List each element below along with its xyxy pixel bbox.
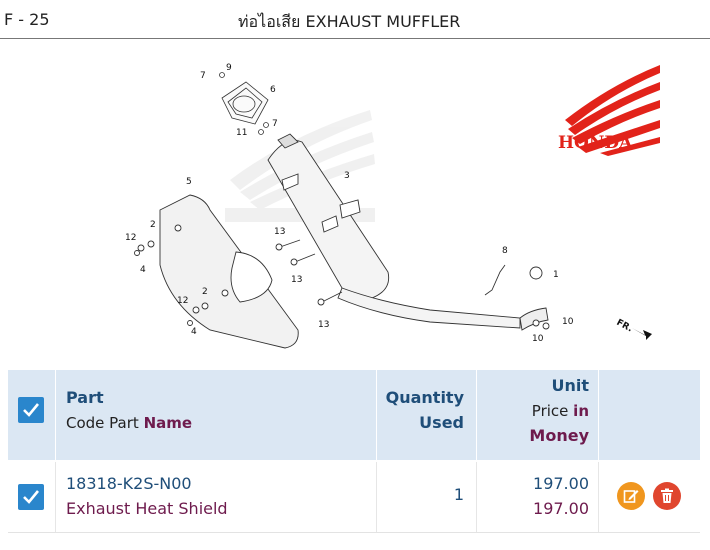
callout-8: 8 bbox=[502, 246, 508, 256]
callout-4b: 4 bbox=[191, 327, 197, 337]
column-code-part: Code Part Name bbox=[66, 414, 192, 432]
callout-1: 1 bbox=[553, 270, 559, 280]
figure-code: F - 25 bbox=[4, 10, 50, 29]
unit-price: 197.00 bbox=[533, 474, 589, 493]
part-code: 18318-K2S-N00 bbox=[66, 474, 192, 493]
table-row: 18318-K2S-N00 Exhaust Heat Shield 1 197.… bbox=[8, 462, 700, 533]
row-divider bbox=[376, 462, 377, 532]
column-divider bbox=[598, 370, 599, 532]
column-unit: Unit bbox=[551, 376, 589, 395]
callout-13b: 13 bbox=[291, 275, 302, 285]
callout-12b: 12 bbox=[177, 296, 188, 306]
row-divider bbox=[598, 462, 599, 532]
header-divider bbox=[0, 38, 710, 39]
callout-12: 12 bbox=[125, 233, 136, 243]
select-all-checkbox[interactable] bbox=[18, 397, 44, 423]
row-checkbox[interactable] bbox=[18, 484, 44, 510]
column-divider bbox=[55, 370, 56, 532]
column-money: Money bbox=[529, 426, 589, 445]
muffler-body bbox=[267, 133, 549, 331]
name-label: Name bbox=[143, 414, 193, 432]
check-icon bbox=[23, 403, 40, 417]
callout-4: 4 bbox=[140, 265, 146, 275]
front-direction-arrow: FR. bbox=[615, 318, 652, 340]
callout-labels: 7 9 6 11 7 3 5 2 12 4 13 13 8 1 12 2 4 1… bbox=[125, 63, 574, 344]
table-header: Part Code Part Name Quantity Used Unit P… bbox=[8, 370, 700, 460]
part-name: Exhaust Heat Shield bbox=[66, 499, 228, 518]
column-used: Used bbox=[419, 413, 464, 432]
row-divider bbox=[476, 462, 477, 532]
bolts bbox=[134, 239, 550, 330]
column-divider bbox=[476, 370, 477, 532]
column-price: Price in bbox=[532, 402, 589, 420]
callout-13c: 13 bbox=[318, 320, 329, 330]
edit-icon bbox=[623, 490, 639, 503]
svg-text:FR.: FR. bbox=[615, 318, 634, 335]
callout-3: 3 bbox=[344, 171, 350, 181]
callout-10b: 10 bbox=[532, 334, 544, 344]
honda-wordmark: HONDA bbox=[558, 133, 633, 153]
column-divider bbox=[376, 370, 377, 532]
callout-10a: 10 bbox=[562, 317, 574, 327]
price-label: Price bbox=[531, 402, 569, 420]
page-header: F - 25 ท่อไอเสีย EXHAUST MUFFLER bbox=[0, 0, 710, 40]
callout-5: 5 bbox=[186, 177, 192, 187]
delete-button[interactable] bbox=[653, 482, 681, 510]
exhaust-diagram-svg: 7 9 6 11 7 3 5 2 12 4 13 13 8 1 12 2 4 1… bbox=[125, 63, 660, 349]
honda-wing-logo: HONDA bbox=[558, 65, 660, 156]
callout-13a: 13 bbox=[274, 227, 285, 237]
end-cap-assembly bbox=[219, 72, 269, 135]
column-quantity: Quantity bbox=[385, 388, 464, 407]
in-label: in bbox=[573, 402, 589, 420]
callout-7: 7 bbox=[200, 71, 206, 81]
part-quantity: 1 bbox=[453, 485, 464, 504]
callout-6: 6 bbox=[270, 85, 276, 95]
figure-title: ท่อไอเสีย EXHAUST MUFFLER bbox=[238, 12, 461, 31]
total-price: 197.00 bbox=[533, 499, 589, 518]
edit-button[interactable] bbox=[617, 482, 645, 510]
check-icon bbox=[23, 490, 40, 504]
row-divider bbox=[55, 462, 56, 532]
parts-diagram: 7 9 6 11 7 3 5 2 12 4 13 13 8 1 12 2 4 1… bbox=[0, 40, 710, 365]
parts-table: Part Code Part Name Quantity Used Unit P… bbox=[8, 370, 700, 533]
column-part: Part bbox=[66, 388, 104, 407]
code-part-label: Code Part bbox=[66, 414, 139, 432]
callout-9: 9 bbox=[226, 63, 232, 73]
callout-7b: 7 bbox=[272, 119, 278, 129]
callout-2: 2 bbox=[150, 220, 156, 230]
callout-2b: 2 bbox=[202, 287, 208, 297]
callout-11: 11 bbox=[236, 128, 247, 138]
trash-icon bbox=[661, 488, 673, 503]
